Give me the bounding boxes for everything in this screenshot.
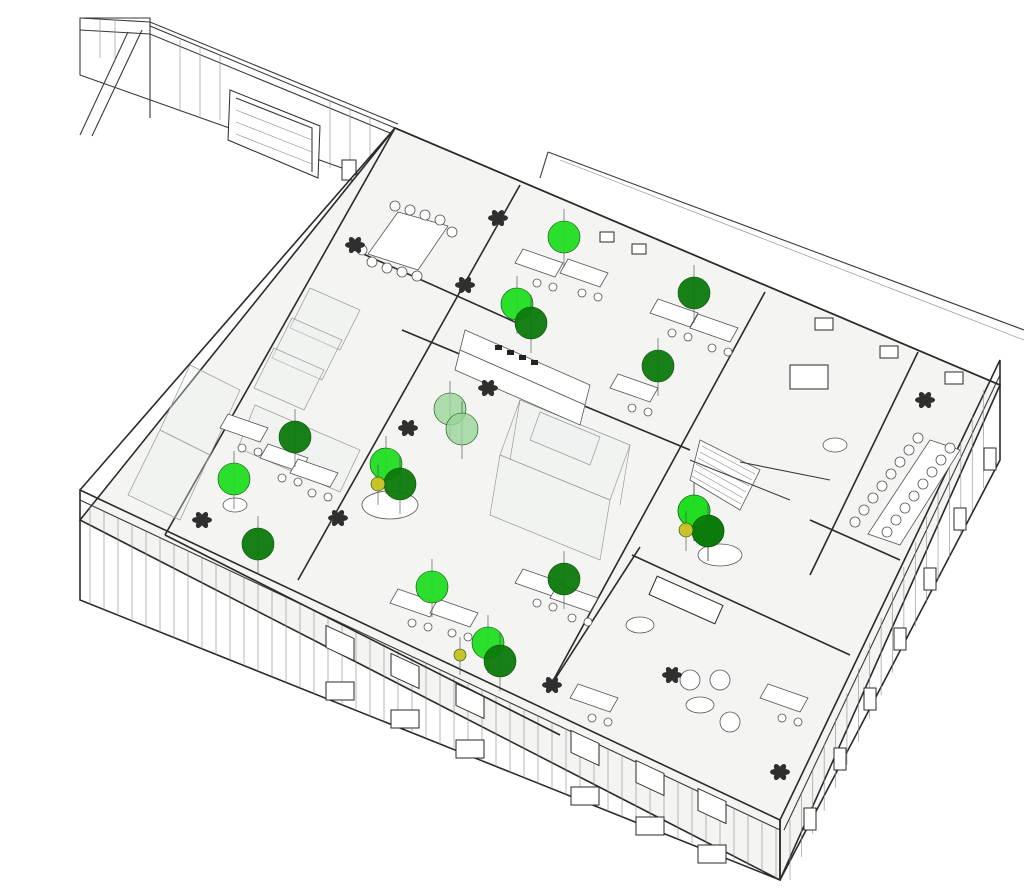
marker-m9 <box>217 451 251 509</box>
facade-east <box>779 359 1001 881</box>
marker-m20 <box>453 637 467 675</box>
marker-m4 <box>677 265 711 323</box>
shelving <box>454 329 591 426</box>
marker-m16 <box>415 559 449 617</box>
back-wall-windows <box>599 231 964 625</box>
marker-m7 <box>445 401 479 459</box>
long-table-right <box>849 432 961 546</box>
central-glass-room <box>489 399 631 561</box>
facade-south <box>79 488 781 882</box>
markers <box>217 209 725 691</box>
marker-m19 <box>483 633 517 691</box>
adjacent-roof <box>539 151 1024 341</box>
marker-m17 <box>547 551 581 609</box>
marker-m13 <box>370 465 386 505</box>
adjacent-building <box>79 17 399 186</box>
marker-m3 <box>514 295 548 353</box>
plants <box>192 209 935 781</box>
desk-clusters <box>219 248 809 727</box>
marker-m23 <box>678 511 694 551</box>
marker-m8 <box>278 409 312 467</box>
staircase <box>689 439 831 511</box>
marker-m12 <box>383 456 417 514</box>
marker-m5 <box>641 338 675 396</box>
marker-m10 <box>241 516 275 574</box>
marker-m1 <box>547 209 581 267</box>
